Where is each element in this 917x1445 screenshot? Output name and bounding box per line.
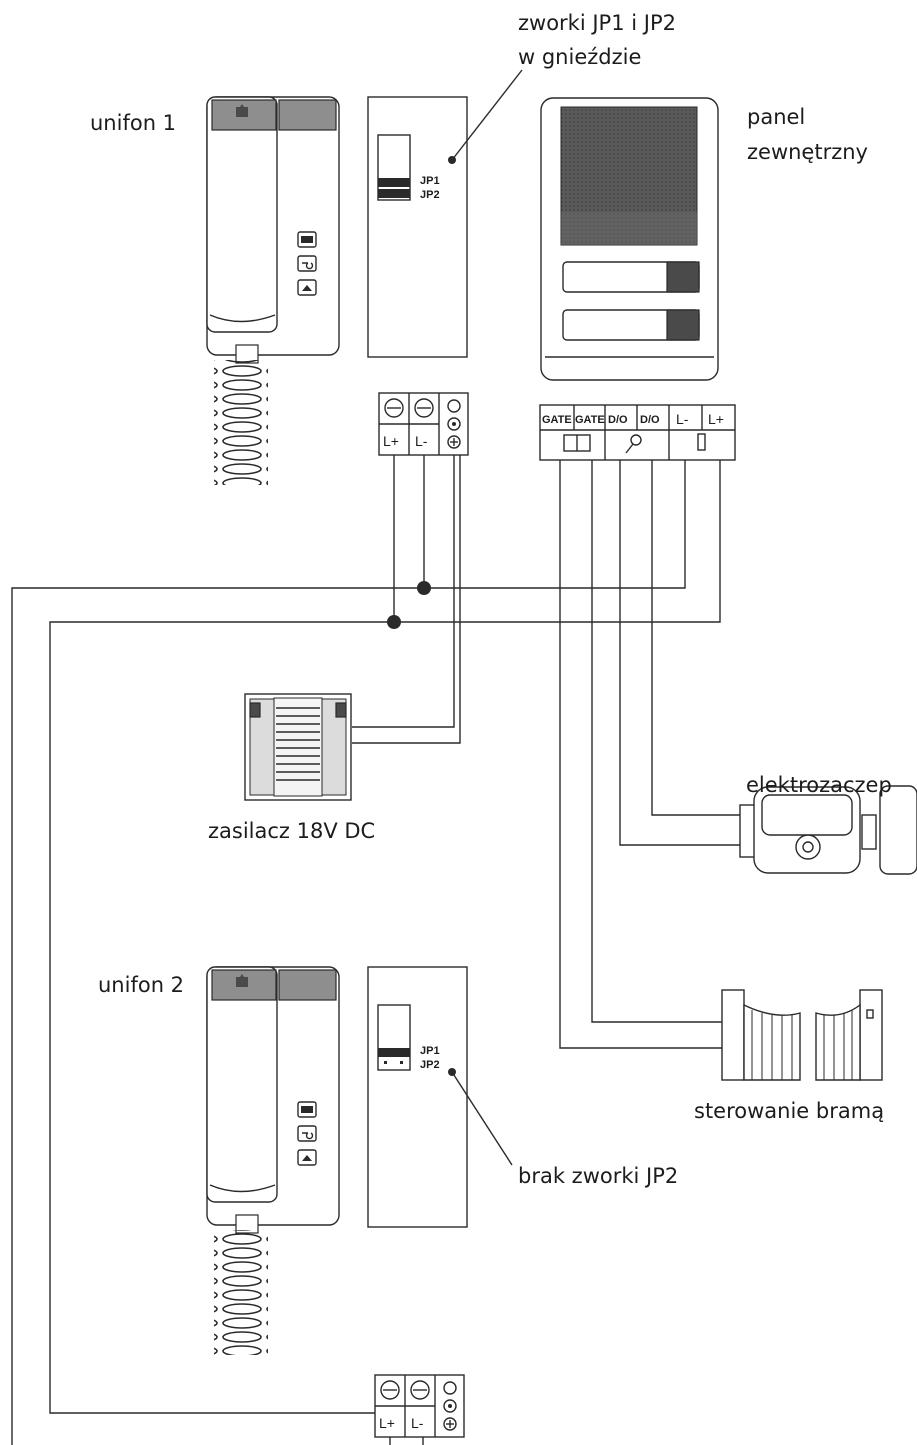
panel-terminal-do-2: D/O <box>640 414 660 426</box>
door-strike: elektrozaczep <box>739 773 917 875</box>
jp1-label: JP1 <box>420 175 440 187</box>
outdoor-panel: panel zewnętrzny <box>540 97 868 381</box>
power-supply: zasilacz 18V DC <box>208 693 375 843</box>
panel-terminal-l-plus: L+ <box>708 411 724 427</box>
jumper-board-1: JP1 JP2 <box>367 69 523 358</box>
handset2-label: unifon 2 <box>98 973 184 997</box>
handset-cord <box>214 360 268 485</box>
jumpers-label-line1: zworki JP1 i JP2 <box>518 11 676 35</box>
terminal-l-minus: L- <box>411 1415 424 1431</box>
panel-terminal-l-minus: L- <box>676 411 689 427</box>
panel-terminal-block: GATE GATE D/O D/O L- L+ <box>539 404 736 461</box>
handset-2: unifon 2 <box>98 966 340 1355</box>
panel-terminal-gate-1: GATE <box>542 414 572 426</box>
wire-gate-2 <box>591 460 722 1023</box>
wire-bus-l-minus <box>11 460 686 1445</box>
handset1-label: unifon 1 <box>90 111 176 135</box>
wire-do-1 <box>619 460 740 846</box>
handset-cord <box>214 1230 268 1355</box>
terminal-l-plus: L+ <box>383 433 399 449</box>
handset-1: unifon 1 <box>90 96 340 485</box>
jp1-label: JP1 <box>420 1045 440 1057</box>
wiring <box>11 455 740 1445</box>
jumper-board-2: JP1 JP2 <box>367 966 513 1228</box>
no-jumper-label: brak zworki JP2 <box>518 1164 678 1188</box>
terminal-l-plus: L+ <box>379 1415 395 1431</box>
junction-dot <box>417 581 431 595</box>
panel-label-line1: panel <box>747 105 805 129</box>
panel-terminal-do-1: D/O <box>608 414 628 426</box>
power-supply-label: zasilacz 18V DC <box>208 819 375 843</box>
wire-do-2 <box>651 460 740 816</box>
gate: sterowanie bramą <box>694 989 884 1123</box>
wire-power-minus <box>352 455 461 744</box>
panel-label-line2: zewnętrzny <box>747 140 868 164</box>
bell-icon <box>236 104 248 117</box>
junction-dot <box>387 615 401 629</box>
panel-terminal-gate-2: GATE <box>575 414 605 426</box>
handset-icon <box>697 433 706 451</box>
handset1-terminal-block: L+ L- <box>378 392 469 456</box>
door-strike-label: elektrozaczep <box>746 773 892 797</box>
bell-icon <box>236 974 248 987</box>
jp2-label: JP2 <box>420 1059 440 1071</box>
jumpers-label-line2: w gnieździe <box>518 45 641 69</box>
terminal-l-minus: L- <box>415 433 428 449</box>
handset2-terminal-block: L+ L- <box>374 1374 465 1438</box>
wire-gate-1 <box>559 460 722 1049</box>
key-icon <box>630 434 642 446</box>
jp2-label: JP2 <box>420 189 440 201</box>
wire-power-plus <box>352 455 455 728</box>
gate-control-label: sterowanie bramą <box>694 1099 884 1123</box>
